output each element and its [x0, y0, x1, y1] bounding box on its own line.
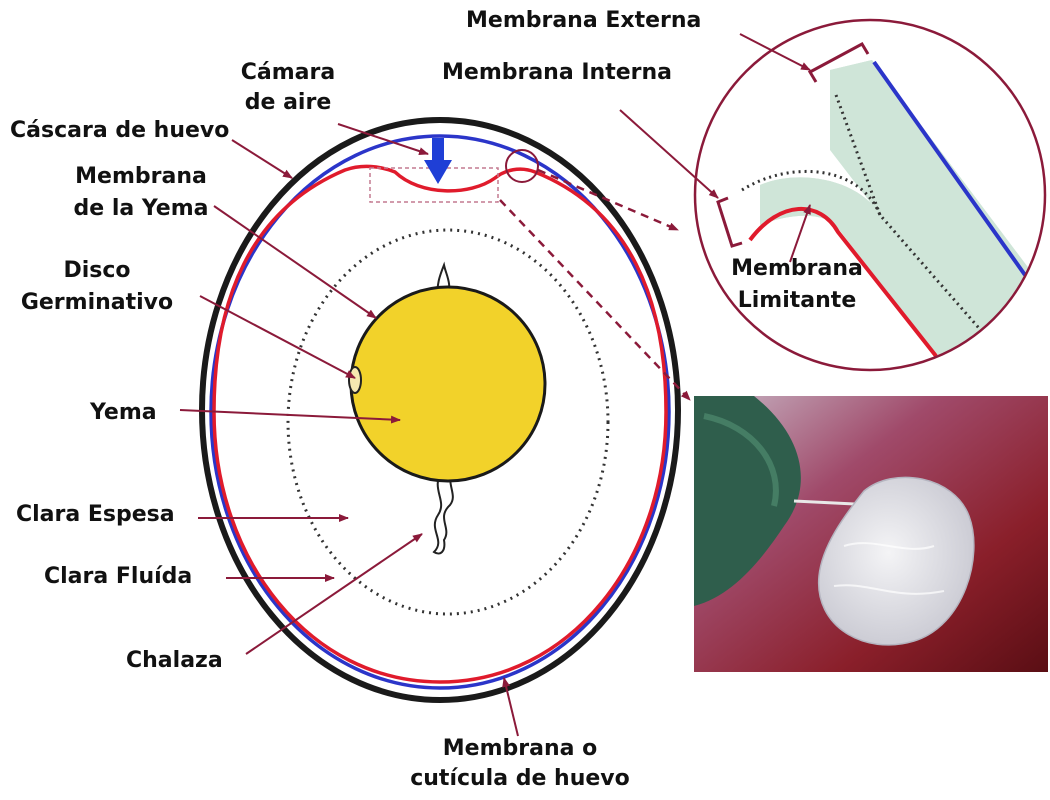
label-camara-aire-line2: de aire — [236, 88, 340, 118]
label-clara-fluida: Clara Fluída — [44, 562, 192, 592]
label-membrana-yema-line2: de la Yema — [66, 194, 216, 224]
germinal-disc — [349, 367, 361, 393]
label-membrana-limitante-line2: Limitante — [722, 286, 872, 316]
label-disco-line2: Germinativo — [14, 288, 180, 318]
egg — [202, 120, 678, 700]
label-cuticula-line2: cutícula de huevo — [400, 764, 640, 794]
label-membrana-limitante-line1: Membrana — [722, 254, 872, 284]
label-camara-aire-line1: Cámara — [236, 58, 340, 88]
label-clara-espesa: Clara Espesa — [16, 500, 175, 530]
label-cascara: Cáscara de huevo — [10, 116, 229, 146]
membrane-zoom — [695, 20, 1045, 370]
membrane-photo — [694, 396, 1048, 672]
label-chalaza: Chalaza — [126, 646, 223, 676]
label-yema: Yema — [90, 398, 157, 428]
label-membrana-interna: Membrana Interna — [442, 58, 672, 88]
label-membrana-externa: Membrana Externa — [466, 6, 701, 36]
membrane-photo-image — [694, 396, 1048, 672]
label-disco-line1: Disco — [14, 256, 180, 286]
label-cuticula-line1: Membrana o — [400, 734, 640, 764]
yolk — [351, 287, 545, 481]
label-membrana-yema-line1: Membrana — [66, 162, 216, 192]
